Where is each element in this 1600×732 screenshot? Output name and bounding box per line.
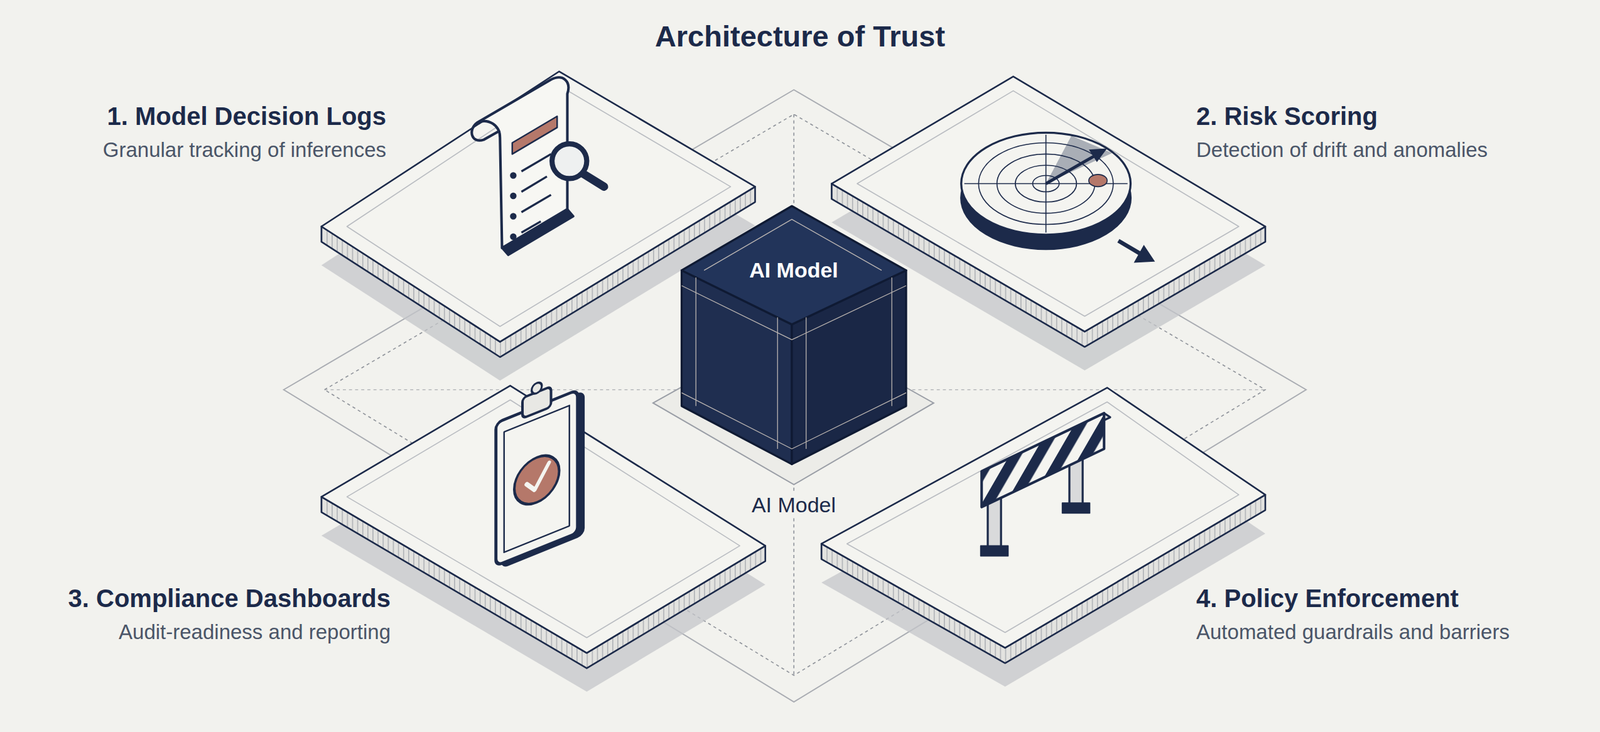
step-description: Granular tracking of inferences — [102, 136, 387, 164]
document-icon — [582, 173, 605, 187]
model-cube — [681, 205, 907, 325]
radar-icon — [961, 132, 1155, 262]
step-heading: 2. Risk Scoring — [1196, 100, 1488, 132]
radar-icon — [961, 132, 1131, 235]
document-icon — [521, 221, 541, 233]
platform-node: 4. Policy EnforcementAutomated guardrail… — [1196, 582, 1510, 647]
model-cube — [695, 277, 697, 407]
document-icon — [511, 234, 516, 239]
step-description: Automated guardrails and barriers — [1196, 619, 1510, 647]
step-description: Audit-readiness and reporting — [68, 619, 391, 647]
diagram-title: Architecture of Trust — [0, 18, 1600, 54]
barrier-icon — [980, 413, 1111, 557]
radar-icon — [964, 135, 1128, 233]
document-icon — [511, 153, 552, 239]
radar-icon — [1088, 174, 1108, 188]
document-icon — [521, 153, 551, 172]
step-heading: 1. Model Decision Logs — [102, 100, 387, 132]
barrier-icon — [981, 413, 1104, 508]
model-cube-node: AI Model AI Model — [681, 207, 907, 522]
document-icon — [511, 173, 516, 178]
clipboard-icon — [526, 462, 550, 494]
document-icon — [511, 193, 516, 198]
platform-node: 3. Compliance DashboardsAudit-readiness … — [68, 582, 391, 647]
document-icon — [511, 214, 516, 219]
step-heading: 4. Policy Enforcement — [1196, 582, 1510, 615]
radar-icon — [1134, 246, 1155, 263]
platform — [857, 91, 1239, 317]
clipboard-icon — [504, 405, 570, 553]
cube-label: AI Model — [681, 258, 907, 283]
radar-icon — [1118, 241, 1141, 255]
clipboard-icon — [531, 381, 542, 396]
radar-icon — [1090, 148, 1107, 162]
model-cube — [891, 277, 893, 407]
barrier-icon — [980, 545, 1009, 556]
model-cube — [681, 285, 907, 340]
document-icon — [551, 143, 587, 179]
platform — [847, 401, 1239, 633]
platform — [321, 71, 1266, 669]
document-icon — [512, 116, 558, 154]
model-cube — [681, 205, 907, 465]
clipboard-icon — [496, 389, 578, 566]
model-cube — [805, 317, 807, 449]
document-icon — [471, 77, 605, 255]
step-heading: 3. Compliance Dashboards — [68, 582, 391, 615]
barrier-icon — [1062, 502, 1091, 514]
clipboard-icon — [496, 364, 584, 571]
model-cube — [681, 219, 907, 449]
model-caption: AI Model — [681, 492, 907, 518]
step-description: Detection of drift and anomalies — [1196, 136, 1488, 164]
platform-node: 1. Model Decision LogsGranular tracking … — [102, 100, 387, 164]
document-icon — [471, 122, 500, 141]
document-icon — [521, 194, 551, 213]
clipboard-icon — [514, 448, 560, 512]
model-cube — [777, 317, 779, 449]
platform-node: 2. Risk ScoringDetection of drift and an… — [1196, 100, 1488, 164]
model-cube — [681, 393, 907, 449]
document-icon — [521, 176, 547, 192]
